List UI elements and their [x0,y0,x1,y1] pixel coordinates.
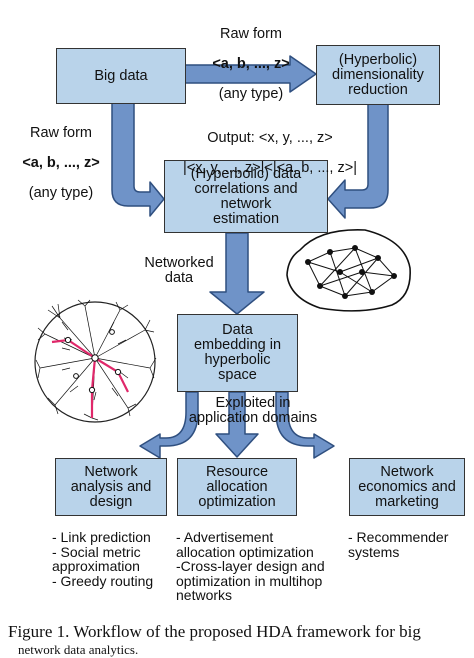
list-network-economics: - Recommender systems [348,529,449,560]
arrow-embed-to-analysis [139,391,199,459]
arrow-embed-to-econ [275,391,335,459]
box-correlations-network-estimation: (Hyperbolic) data correlations and netwo… [164,160,328,233]
arrow-embed-to-resource [215,391,259,458]
box-dimensionality-reduction: (Hyperbolic) dimensionality reduction [316,45,440,105]
box-network-analysis: Network analysis and design [55,458,167,516]
box-network-economics: Network economics and marketing [349,458,465,516]
figure-caption: Figure 1. Workflow of the proposed HDA f… [8,622,421,641]
figure-caption-continued: network data analytics. [18,642,139,657]
hyperbolic-disk-illustration [34,299,157,423]
arrow-corr-to-embed [209,232,265,315]
network-graph-illustration [286,229,411,312]
label-output: Output: <x, y, ..., z> |<x, y, ..., z>|<… [183,130,357,176]
label-exploited: Exploited in application domains [188,395,318,426]
label-raw-form-left: Raw form <a, b, ..., z> (any type) [22,125,100,201]
label-raw-form-top: Raw form <a, b, ..., z> (any type) [212,26,290,102]
list-resource-allocation: - Advertisement allocation optimization … [176,529,325,603]
box-data-embedding: Data embedding in hyperbolic space [177,314,298,392]
list-network-analysis: - Link prediction - Social metric approx… [52,529,154,589]
box-resource-allocation: Resource allocation optimization [177,458,297,516]
arrow-big-to-dim [184,55,317,93]
arrow-dim-to-corr [327,102,389,219]
label-networked-data: Networked data [144,255,214,286]
box-big-data: Big data [56,48,186,104]
arrow-big-to-corr [111,102,165,217]
